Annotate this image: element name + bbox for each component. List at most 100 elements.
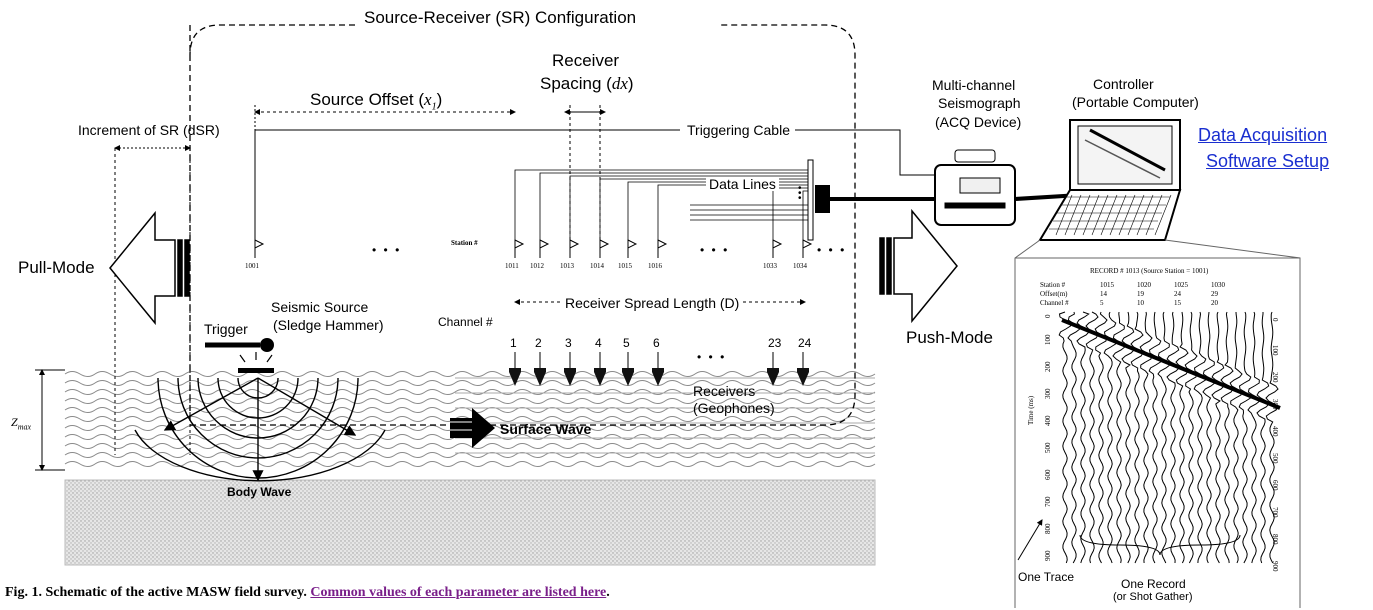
- push-mode-label: Push-Mode: [906, 328, 993, 347]
- geophone-icon-7: [797, 368, 809, 386]
- station-number-4: 1015: [618, 262, 632, 270]
- seismic-trace-22: [1256, 312, 1270, 564]
- receiver-station-3-flag: [599, 239, 610, 249]
- software-setup-link[interactable]: Software Setup: [1206, 151, 1330, 171]
- surface-wave-arrow: [450, 408, 495, 448]
- ground-layers: [64, 370, 876, 566]
- data-lines-dots: •••: [798, 183, 802, 204]
- seismic-trace-15: [1193, 311, 1207, 564]
- seismic-trace-19: [1229, 311, 1243, 564]
- ellipsis-3: • • •: [817, 243, 847, 257]
- time-tick-left-1: 100: [1044, 334, 1052, 346]
- channel-label: Channel #: [438, 315, 493, 329]
- station-number-6: 1033: [763, 262, 777, 270]
- receiver-station-0-flag: [514, 239, 525, 249]
- seismic-trace-0: [1058, 311, 1072, 564]
- time-tick-left-7: 700: [1044, 496, 1052, 508]
- time-tick-left-9: 900: [1044, 550, 1052, 562]
- record-offset_vals-0: 14: [1100, 290, 1107, 298]
- station-number-0: 1011: [505, 262, 519, 270]
- geophone-icon-4: [622, 368, 634, 386]
- time-tick-right-7: 700: [1271, 507, 1279, 518]
- record-channel_vals-1: 10: [1137, 299, 1144, 307]
- seismic-trace-4: [1094, 311, 1108, 564]
- seismic-trace-6: [1112, 311, 1126, 564]
- ellipsis-1: • • •: [372, 243, 402, 257]
- record-channel_vals-0: 5: [1100, 299, 1104, 307]
- source-offset-label: Source Offset (x1): [310, 90, 443, 113]
- increment-sr-label: Increment of SR (dSR): [78, 122, 220, 138]
- record-station_vals-0: 1015: [1100, 281, 1114, 289]
- time-tick-right-2: 200: [1271, 372, 1279, 383]
- seismograph-label-2: Seismograph: [938, 95, 1021, 111]
- seismic-trace-23: [1265, 311, 1279, 564]
- time-tick-left-8: 800: [1044, 523, 1052, 535]
- time-tick-right-5: 500: [1271, 453, 1279, 464]
- station-number-1: 1012: [530, 262, 544, 270]
- receiver-spacing-label-2: Spacing (dx): [540, 74, 634, 93]
- sr-config-title: Source-Receiver (SR) Configuration: [360, 9, 641, 26]
- receiver-spread-label: Receiver Spread Length (D): [562, 296, 743, 310]
- seismic-trace-7: [1121, 311, 1135, 564]
- time-tick-left-4: 400: [1044, 415, 1052, 427]
- station-number-2: 1013: [560, 262, 574, 270]
- time-tick-left-0: 0: [1044, 314, 1052, 319]
- data-acquisition-link[interactable]: Data Acquisition: [1198, 125, 1328, 145]
- seismic-trace-12: [1166, 311, 1180, 564]
- record-title: RECORD # 1013 (Source Station = 1001): [1090, 267, 1209, 275]
- channel-number-4: 5: [623, 336, 630, 350]
- time-tick-right-6: 600: [1271, 480, 1279, 491]
- channel-number-3: 4: [595, 336, 602, 350]
- seismic-source-icon: [205, 338, 274, 373]
- seismic-source-label: Seismic Source: [271, 299, 369, 315]
- caption-text: Fig. 1. Schematic of the active MASW fie…: [5, 585, 311, 600]
- station-number-source: 1001: [245, 262, 259, 270]
- time-tick-right-9: 900: [1271, 561, 1279, 572]
- receivers-label: Receivers: [693, 383, 756, 399]
- seismic-trace-18: [1220, 311, 1234, 564]
- station-number-3: 1014: [590, 262, 604, 270]
- laptop-icon: [1038, 119, 1182, 241]
- one-record-label-1: One Record: [1121, 577, 1186, 591]
- record-offset_vals-2: 24: [1174, 290, 1181, 298]
- ellipsis-4: • • •: [697, 350, 727, 364]
- common-values-link[interactable]: Common values of each parameter are list…: [310, 585, 607, 600]
- receiver-station-6-flag: [772, 239, 783, 249]
- seismic-trace-16: [1202, 311, 1216, 564]
- receiver-spacing-label-1: Receiver: [552, 51, 620, 70]
- time-tick-right-8: 800: [1271, 534, 1279, 545]
- channel-number-2: 3: [565, 336, 572, 350]
- seismic-trace-14: [1184, 311, 1198, 564]
- time-tick-right-1: 100: [1271, 345, 1279, 356]
- station-number-7: 1034: [793, 262, 807, 270]
- channel-number-5: 6: [653, 336, 660, 350]
- time-tick-right-3: 300: [1271, 399, 1279, 410]
- geophone-icon-2: [564, 368, 576, 386]
- geophone-icon-3: [594, 368, 606, 386]
- record-station_vals-1: 1020: [1137, 281, 1151, 289]
- record-station_vals-2: 1025: [1174, 281, 1188, 289]
- geophone-icon-5: [652, 368, 664, 386]
- receiver-station-2-flag: [569, 239, 580, 249]
- seismic-trace-20: [1238, 311, 1252, 564]
- controller-label-1: Controller: [1093, 76, 1154, 92]
- receiver-station-1-flag: [539, 239, 550, 249]
- receiver-station-7-flag: [802, 239, 813, 249]
- push-mode-arrow: [879, 208, 958, 324]
- seismic-trace-10: [1148, 311, 1162, 564]
- one-trace-label: One Trace: [1018, 570, 1075, 584]
- pull-mode-label: Pull-Mode: [18, 258, 95, 277]
- time-tick-left-6: 600: [1044, 469, 1052, 481]
- source-station-flag: [254, 239, 265, 249]
- ellipsis-2: • • •: [700, 243, 730, 257]
- station-number-5: 1016: [648, 262, 662, 270]
- seismic-trace-11: [1157, 311, 1171, 564]
- seismograph-icon: [934, 149, 1016, 226]
- receiver-station-5-flag: [657, 239, 668, 249]
- controller-label-2: (Portable Computer): [1072, 94, 1199, 110]
- record-channel_vals-3: 20: [1211, 299, 1218, 307]
- record-channel_vals-2: 15: [1174, 299, 1181, 307]
- triggering-cable-label: Triggering Cable: [684, 123, 793, 137]
